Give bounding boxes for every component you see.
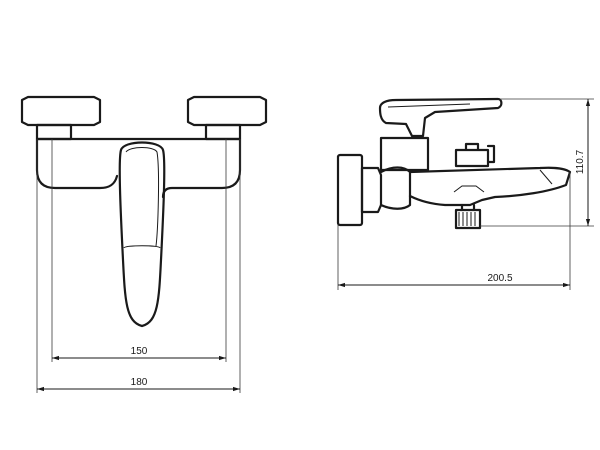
lever-handle — [118, 141, 166, 328]
side-hose-thread — [458, 212, 476, 226]
left-eccentric-nut — [35, 123, 73, 141]
lever-handle-front-face — [123, 245, 161, 249]
side-hose-neck — [460, 203, 476, 212]
dimension-label-180: 180 — [131, 377, 148, 388]
side-hose-outlet — [454, 208, 482, 230]
side-spout — [408, 166, 572, 207]
right-eccentric-nut — [204, 123, 242, 141]
front-view: 150 180 — [20, 95, 268, 393]
right-wall-flange — [186, 95, 268, 127]
side-connector-nut — [360, 166, 383, 214]
side-spout-outlet — [539, 169, 553, 185]
side-cartridge-body — [379, 136, 430, 172]
side-spout-recess — [453, 185, 485, 193]
dimension-label-150: 150 — [131, 346, 148, 357]
dimension-label-200-5: 200.5 — [487, 273, 512, 284]
side-wall-flange — [336, 153, 364, 227]
left-wall-flange — [20, 95, 102, 127]
side-eccentric-neck — [379, 166, 412, 210]
side-lever-detail — [387, 103, 471, 108]
dimension-label-110-7: 110.7 — [575, 149, 586, 174]
side-view: 110.7 200.5 — [336, 97, 594, 290]
side-diverter-cap — [486, 144, 496, 164]
side-diverter-knob — [454, 142, 490, 168]
lever-handle-inner-face — [125, 147, 160, 247]
side-lever — [378, 97, 503, 138]
